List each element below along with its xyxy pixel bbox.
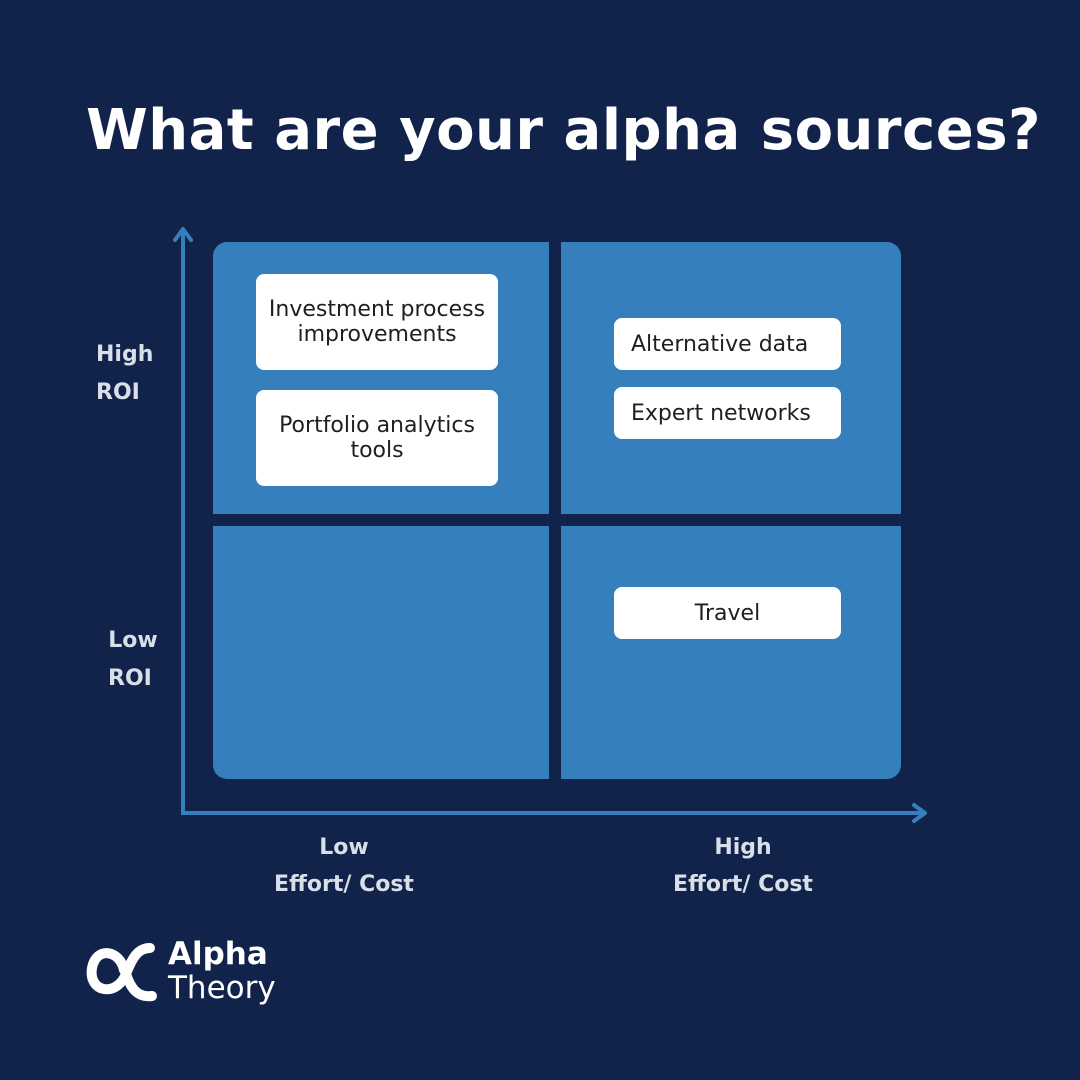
card-investment-process-improvements: Investment process improvements — [256, 274, 498, 370]
quadrant-high-roi-high-effort — [561, 242, 901, 514]
card-line: improvements — [297, 322, 457, 347]
y-axis-arrow-icon — [173, 227, 193, 242]
card-line: Expert networks — [631, 400, 811, 426]
page-title: What are your alpha sources? — [86, 98, 1042, 163]
alpha-logo-icon — [86, 943, 157, 1002]
card-line: Alternative data — [631, 331, 809, 357]
x-axis-arrow-icon — [912, 803, 927, 823]
card-expert-networks: Expert networks — [614, 387, 841, 439]
quadrant-low-roi-high-effort — [561, 526, 901, 779]
card-line: Portfolio analytics — [279, 413, 475, 438]
x-axis-label-high: High Effort/ Cost — [673, 835, 813, 897]
logo-text-theory: Theory — [168, 970, 276, 1006]
card-line: Investment process — [268, 297, 486, 322]
card-alternative-data: Alternative data — [614, 318, 841, 370]
y-axis-label-high: High ROI — [96, 342, 154, 405]
x-axis-label-low: Low Effort/ Cost — [274, 835, 414, 897]
card-line: Travel — [694, 600, 761, 626]
y-axis-label-low: Low ROI — [108, 628, 158, 691]
logo-text-alpha: Alpha — [168, 936, 268, 972]
card-travel: Travel — [614, 587, 841, 639]
card-line: tools — [350, 438, 404, 463]
quadrant-low-roi-low-effort — [213, 526, 549, 779]
card-portfolio-analytics-tools: Portfolio analytics tools — [256, 390, 498, 486]
